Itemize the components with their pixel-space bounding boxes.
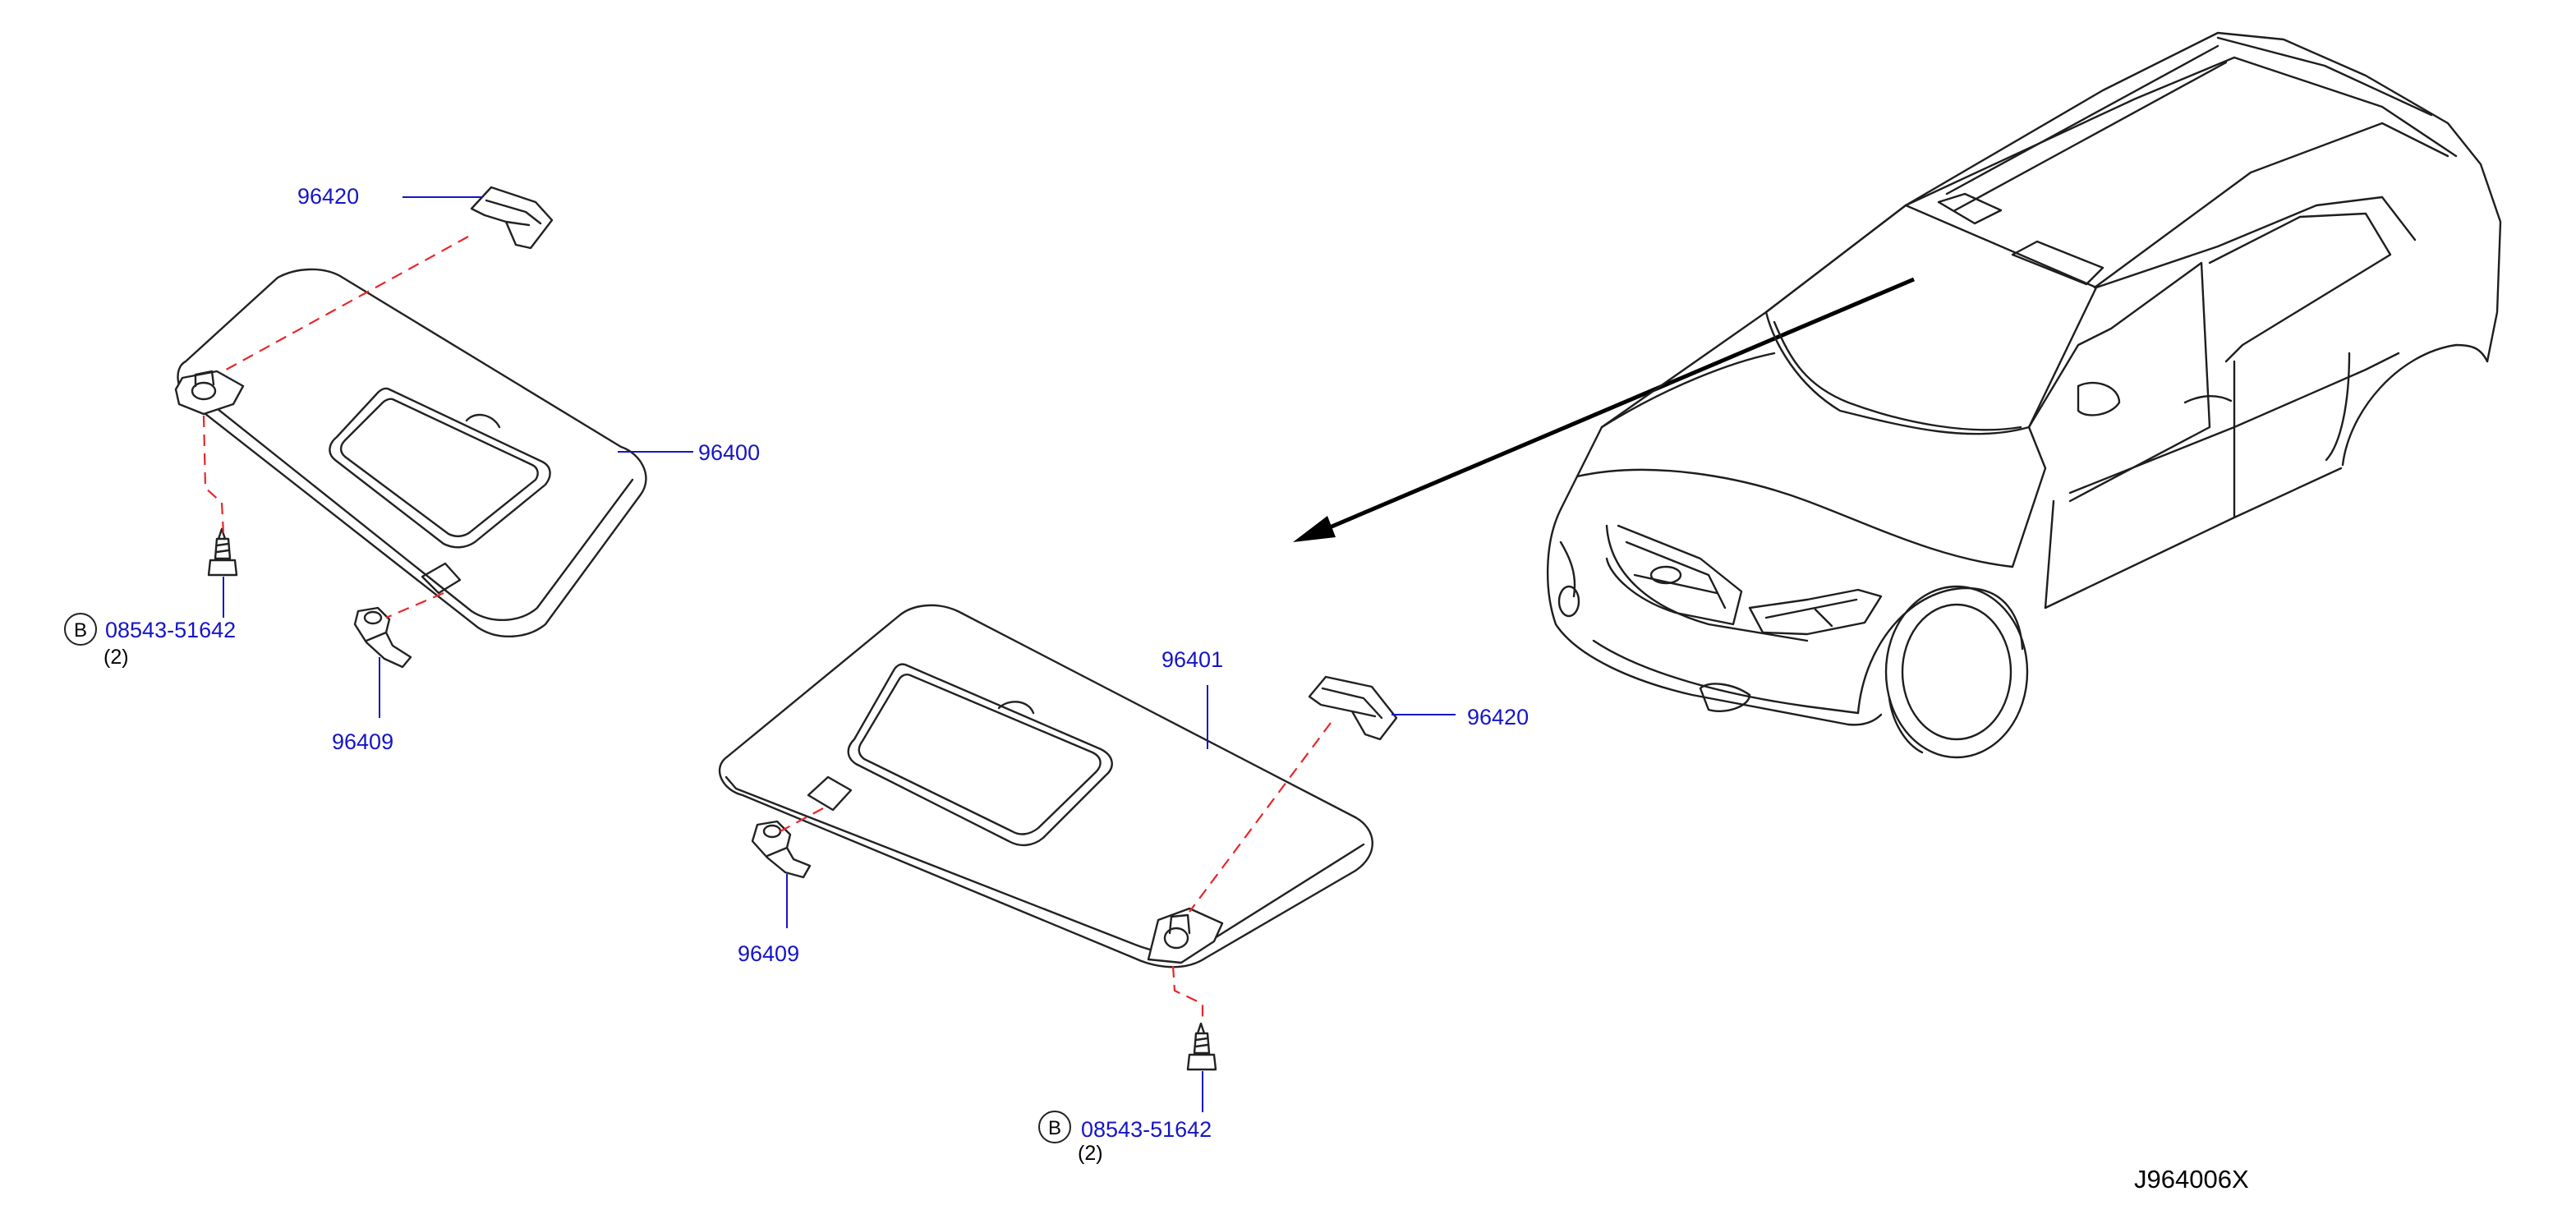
visor-clip-right[interactable]: [751, 820, 812, 879]
part-number-96409-left: 96409: [332, 729, 393, 754]
visor-pad-right[interactable]: [1308, 675, 1398, 741]
quantity-right: (2): [1078, 1142, 1103, 1165]
part-number-08543-51642-left: 08543-51642: [105, 618, 236, 642]
quantity-left: (2): [104, 646, 129, 669]
part-number-96401: 96401: [1162, 647, 1223, 672]
part-number-96420-left: 96420: [297, 184, 359, 209]
assembly-lines: [202, 236, 1332, 1022]
badge-b-left: [64, 613, 97, 646]
callout-pad-right[interactable]: 96420: [1392, 705, 1529, 729]
sun-visor-left[interactable]: [174, 268, 647, 637]
badge-b-left-letter: B: [74, 619, 87, 642]
visor-clip-left[interactable]: [353, 606, 412, 669]
badge-b-right: [1038, 1111, 1071, 1143]
part-number-08543-51642-right: 08543-51642: [1081, 1117, 1212, 1142]
part-number-96420-right: 96420: [1467, 705, 1529, 729]
bolt-left[interactable]: [207, 527, 238, 577]
badge-b-right-letter: B: [1048, 1117, 1061, 1139]
part-number-96409-right: 96409: [738, 941, 799, 966]
location-arrow: [1293, 277, 1915, 542]
callout-bolt-right[interactable]: B 08543-51642 (2): [1038, 1071, 1212, 1165]
drawing-code: J964006X: [2134, 1165, 2249, 1194]
visor-pad-left[interactable]: [470, 186, 554, 250]
callout-pad-left[interactable]: 96420: [297, 184, 483, 209]
sun-visor-right[interactable]: [718, 604, 1373, 968]
callout-clip-right[interactable]: 96409: [738, 874, 799, 966]
bolt-right[interactable]: [1186, 1022, 1217, 1071]
callout-visor-right[interactable]: 96401: [1162, 647, 1223, 749]
part-number-96400: 96400: [698, 440, 760, 465]
callout-bolt-left[interactable]: B 08543-51642 (2): [64, 577, 236, 669]
callout-visor-left[interactable]: 96400: [618, 440, 760, 465]
vehicle-suv-illustration: [1546, 31, 2502, 759]
callout-clip-left[interactable]: 96409: [332, 657, 393, 754]
